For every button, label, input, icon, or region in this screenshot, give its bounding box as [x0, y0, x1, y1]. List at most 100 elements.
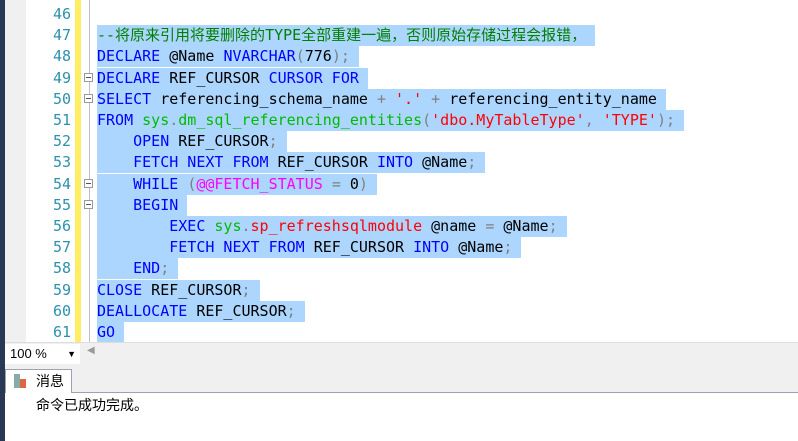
selection-eol — [657, 90, 666, 108]
code-line[interactable]: 46 — [26, 4, 798, 25]
code-line[interactable]: 56 EXEC sys.sp_refreshsqlmodule @name = … — [26, 216, 798, 237]
code-token: @Name — [160, 47, 224, 66]
code-token: REF_CURSOR — [268, 153, 377, 172]
line-number: 48 — [52, 47, 71, 66]
outline-margin — [89, 0, 90, 342]
collapse-icon[interactable] — [84, 93, 93, 103]
code-token: 0 — [340, 174, 359, 193]
code-text: DECLARE REF_CURSOR CURSOR FOR — [97, 67, 368, 89]
selection-eol — [178, 196, 187, 214]
selection-eol — [368, 175, 377, 193]
code-token: NVARCHAR — [223, 47, 296, 66]
line-number: 49 — [52, 68, 71, 87]
code-line[interactable]: 47 --将原来引用将要删除的TYPE全部重建一遍，否则原始存储过程会报错， — [26, 25, 798, 47]
zoom-value: 100 % — [10, 346, 47, 361]
code-text: OPEN REF_CURSOR; — [97, 131, 287, 153]
collapse-icon[interactable] — [84, 72, 93, 82]
line-number: 53 — [52, 153, 71, 172]
code-token: REF_CURSOR — [142, 280, 242, 299]
selection-eol — [115, 323, 124, 341]
code-line[interactable]: 53 FETCH NEXT FROM REF_CURSOR INTO @Name… — [26, 152, 798, 174]
code-token: CURSOR FOR — [268, 68, 359, 87]
collapse-icon[interactable] — [84, 199, 93, 209]
code-token: @name — [422, 217, 486, 235]
zoom-select[interactable]: 100 % ▼ — [5, 344, 80, 364]
code-line[interactable]: 48 DECLARE @Name NVARCHAR(776); — [26, 46, 798, 68]
code-token: ; — [503, 238, 513, 257]
selection-eol — [558, 217, 567, 235]
code-token: = — [331, 174, 341, 193]
code-line[interactable]: 58 END; — [26, 258, 798, 280]
selection-margin — [5, 0, 26, 342]
code-token: FROM — [97, 111, 134, 129]
code-token — [97, 175, 133, 193]
code-token: = — [485, 217, 495, 235]
selection-eol — [278, 132, 287, 150]
output-message: 命令已成功完成。 — [36, 397, 148, 413]
code-text: --将原来引用将要删除的TYPE全部重建一遍，否则原始存储过程会报错， — [97, 25, 596, 47]
code-token: 776 — [304, 47, 332, 66]
code-token: ; — [548, 217, 558, 235]
code-text: CLOSE REF_CURSOR; — [97, 279, 260, 301]
code-token: SELECT — [97, 89, 152, 108]
selection-eol — [586, 26, 595, 44]
code-token: END — [133, 259, 161, 278]
line-number: 61 — [52, 323, 71, 341]
code-token: @Name — [449, 238, 504, 257]
code-text: FETCH NEXT FROM REF_CURSOR INTO @Name; — [97, 237, 522, 259]
code-token: . — [169, 111, 179, 129]
line-number: 60 — [52, 301, 71, 320]
code-token: INTO — [376, 153, 414, 172]
code-token: ); — [331, 47, 350, 66]
code-token: ; — [286, 301, 296, 320]
code-token: sys — [214, 217, 242, 235]
code-token: + — [376, 89, 386, 108]
code-line[interactable]: 57 FETCH NEXT FROM REF_CURSOR INTO @Name… — [26, 237, 798, 259]
tab-label: 消息 — [36, 373, 64, 389]
code-token: dm_sql_referencing_entities — [178, 111, 423, 129]
tab-messages[interactable]: 消息 — [5, 369, 72, 393]
code-token: 'dbo.MyTableType' — [431, 111, 585, 129]
code-line[interactable]: 54 WHILE (@@FETCH_STATUS = 0) — [26, 173, 798, 195]
code-text: BEGIN — [97, 194, 188, 216]
code-token — [97, 196, 133, 214]
code-token — [97, 217, 169, 235]
scroll-left-icon[interactable]: ◀ — [87, 345, 95, 356]
selection-eol — [359, 69, 368, 87]
code-line[interactable]: 52 OPEN REF_CURSOR; — [26, 131, 798, 153]
code-token: sp_refreshsqlmodule — [250, 217, 423, 235]
code-line[interactable]: 61 GO — [26, 322, 798, 342]
code-token — [97, 259, 133, 277]
code-token: INTO — [413, 238, 450, 257]
code-token — [178, 175, 187, 193]
code-token: REF_CURSOR — [160, 68, 269, 87]
line-number: 58 — [52, 259, 71, 278]
results-pane-tabs: 消息 — [5, 364, 798, 393]
collapse-icon[interactable] — [84, 178, 93, 188]
line-number: 56 — [52, 217, 71, 235]
code-token — [386, 90, 395, 108]
code-token: GO — [97, 323, 116, 341]
code-text: DECLARE @Name NVARCHAR(776); — [97, 46, 359, 68]
line-number: 47 — [52, 26, 71, 45]
code-line[interactable]: 49 DECLARE REF_CURSOR CURSOR FOR — [26, 67, 798, 89]
code-token: ; — [268, 132, 278, 151]
code-token: FETCH NEXT FROM — [169, 238, 305, 257]
code-token: sys — [142, 111, 170, 129]
line-number: 50 — [52, 89, 71, 108]
code-token — [323, 175, 332, 193]
code-line[interactable]: 55 BEGIN — [26, 194, 798, 216]
code-text: FROM sys.dm_sql_referencing_entities('db… — [97, 110, 685, 131]
code-text: FETCH NEXT FROM REF_CURSOR INTO @Name; — [97, 152, 486, 174]
code-token: ) — [358, 174, 368, 193]
chevron-down-icon[interactable]: ▼ — [67, 349, 76, 359]
line-number: 55 — [52, 195, 71, 214]
code-token: DEALLOCATE — [97, 301, 188, 320]
code-text: WHILE (@@FETCH_STATUS = 0) — [97, 173, 377, 195]
code-token: + — [431, 89, 441, 108]
